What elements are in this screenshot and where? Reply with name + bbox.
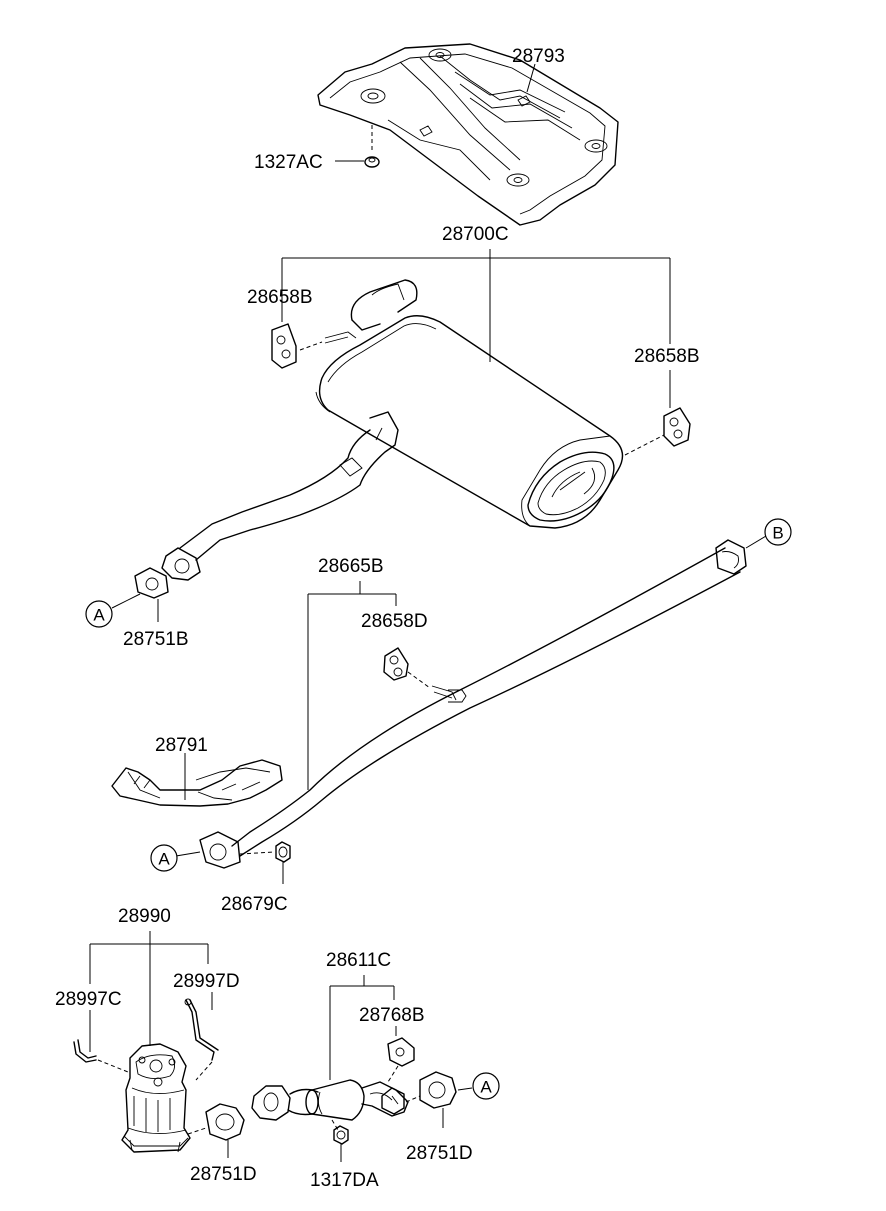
catalytic-leader — [89, 931, 213, 1052]
label-28751d-left: 28751D — [190, 1164, 257, 1185]
label-28751b: 28751B — [123, 629, 189, 650]
nut-1317da — [333, 1125, 349, 1145]
gasket-a-bottom — [419, 1071, 457, 1109]
bracket-28997d — [184, 998, 219, 1081]
hanger-28768b — [387, 1037, 415, 1083]
label-28791: 28791 — [155, 735, 208, 756]
svg-text:A: A — [93, 606, 105, 625]
ref-b-circle: B — [764, 518, 792, 546]
ref-a-circle-top: A — [85, 600, 113, 628]
label-28700c: 28700C — [442, 224, 509, 245]
svg-text:B: B — [772, 524, 783, 543]
muffler-leader — [281, 249, 671, 408]
muffler-body — [299, 279, 665, 529]
catalytic-converter — [121, 1043, 191, 1153]
label-1327ac: 1327AC — [254, 152, 323, 173]
label-28658b-right: 28658B — [634, 346, 700, 367]
muffler-inlet-pipe — [161, 411, 399, 581]
front-pipe — [251, 1079, 409, 1121]
label-28679c: 28679C — [221, 894, 288, 915]
hanger-rubber-center — [383, 647, 467, 703]
label-1317da: 1317DA — [310, 1170, 379, 1191]
label-28658d: 28658D — [361, 611, 428, 632]
front-pipe-leader — [329, 975, 397, 1080]
heat-shield-upper — [317, 43, 619, 226]
bracket-28997c — [73, 1039, 129, 1073]
hanger-rubber-right — [663, 407, 691, 447]
svg-text:A: A — [158, 850, 170, 869]
hanger-rubber-left — [271, 323, 297, 369]
ref-a-circle-bottom: A — [472, 1072, 500, 1100]
label-28658b-left: 28658B — [247, 287, 313, 308]
gasket-28751b — [134, 567, 169, 599]
label-28793: 28793 — [512, 46, 565, 67]
label-28665b: 28665B — [318, 556, 384, 577]
nut-28679c — [275, 841, 291, 863]
ref-a-circle-middle: A — [150, 844, 178, 872]
center-pipe — [199, 539, 747, 869]
svg-text:A: A — [480, 1078, 492, 1097]
label-28751d-right: 28751D — [406, 1143, 473, 1164]
center-pipe-leader — [307, 581, 397, 790]
heat-shield-lower — [111, 759, 283, 807]
label-28997d: 28997D — [173, 971, 240, 992]
label-28990: 28990 — [118, 906, 171, 927]
label-28768b: 28768B — [359, 1005, 425, 1026]
label-28997c: 28997C — [55, 989, 122, 1010]
gasket-converter — [205, 1103, 245, 1141]
clip-part — [364, 125, 380, 168]
label-28611c: 28611C — [326, 950, 391, 971]
